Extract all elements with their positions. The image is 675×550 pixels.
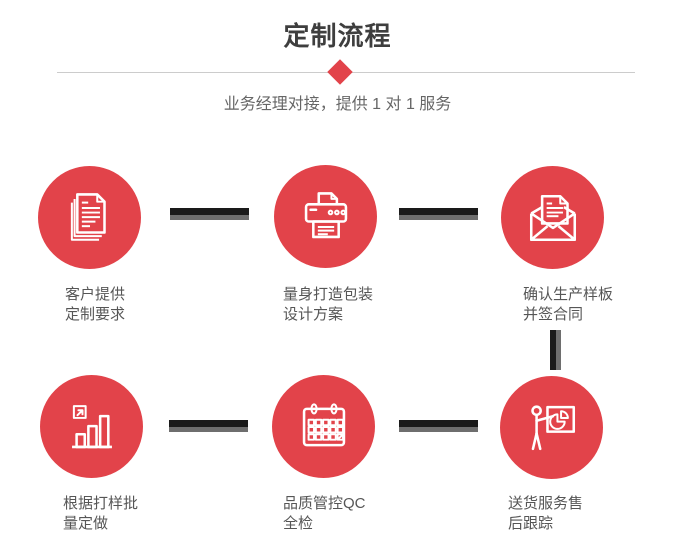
presentation-icon	[530, 404, 575, 450]
printer-icon	[304, 191, 347, 238]
step-2-circle	[274, 165, 377, 268]
step-4-circle	[40, 375, 143, 478]
connector-step4-step5	[169, 420, 248, 432]
step-6-label: 送货服务售 后跟踪	[508, 495, 584, 532]
bar-chart-icon	[71, 404, 112, 448]
documents-icon	[70, 192, 106, 241]
step-1-label: 客户提供 定制要求	[65, 286, 126, 323]
step-5-label: 品质管控QC 全检	[283, 495, 366, 532]
step-2-label: 量身打造包装 设计方案	[283, 286, 374, 323]
step-5-circle	[272, 375, 375, 478]
page-title: 定制流程	[283, 21, 392, 51]
step-4-label: 根据打样批 量定做	[63, 495, 139, 532]
connector-step5-step6	[399, 420, 478, 432]
step-6-circle	[500, 376, 603, 479]
step-3-label: 确认生产样板 并签合同	[523, 286, 614, 323]
envelope-letter-icon	[529, 194, 576, 241]
step-3-circle	[501, 166, 604, 269]
step-1-circle	[38, 166, 141, 269]
diamond-icon	[327, 59, 353, 85]
connector-step1-step2	[170, 208, 249, 220]
connector-step3-step6	[550, 330, 561, 370]
page-subtitle: 业务经理对接，提供 1 对 1 服务	[223, 96, 452, 113]
connector-step2-step3	[399, 208, 478, 220]
calendar-icon	[302, 402, 345, 446]
